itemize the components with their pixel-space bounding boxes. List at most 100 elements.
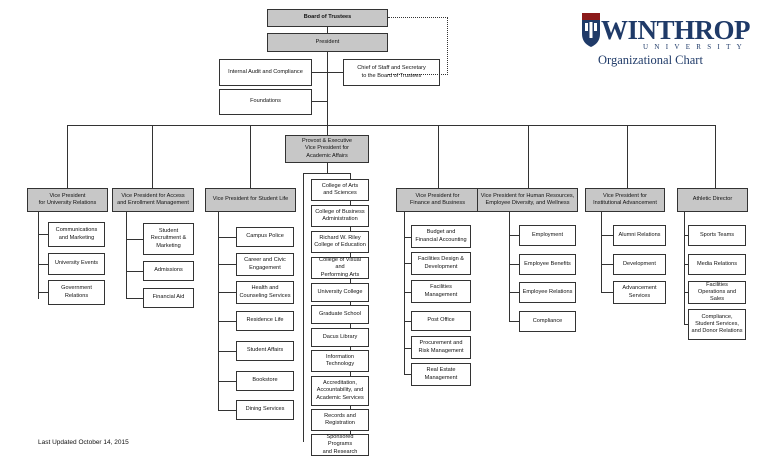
connector-line <box>303 173 304 442</box>
connector-line <box>528 125 529 188</box>
connector-line <box>684 324 688 325</box>
connector-line <box>404 263 411 264</box>
connector-line <box>404 292 411 293</box>
connector-line <box>327 52 328 135</box>
unit-sports-teams: Sports Teams <box>688 225 746 246</box>
connector-line <box>601 264 613 265</box>
unit-post-office: Post Office <box>411 311 471 331</box>
unit-employee-benefits: Employee Benefits <box>519 254 576 275</box>
unit-facilities-management: Facilities Management <box>411 280 471 303</box>
connector-line <box>126 239 143 240</box>
last-updated-text: Last Updated October 14, 2015 <box>38 439 129 446</box>
connector-line <box>218 321 236 322</box>
unit-business-admin: College of Business Administration <box>311 205 369 227</box>
connector-line <box>67 125 68 188</box>
connector-line <box>303 173 350 174</box>
connector-line <box>218 212 219 411</box>
president-box: President <box>267 33 388 52</box>
connector-line <box>152 125 153 188</box>
connector-line <box>509 292 519 293</box>
unit-arts-sciences: College of Arts and Sciences <box>311 179 369 201</box>
foundations-box: Foundations <box>219 89 312 115</box>
unit-visual-performing-arts: College of Visual and Performing Arts <box>311 257 369 279</box>
connector-line <box>404 348 411 349</box>
unit-athletic-compliance: Compliance, Student Services, and Donor … <box>688 309 746 340</box>
connector-line <box>218 410 236 411</box>
connector-line <box>684 212 685 325</box>
unit-records-registration: Records and Registration <box>311 409 369 431</box>
unit-alumni-relations: Alumni Relations <box>613 225 666 246</box>
unit-advancement-services: Advancement Services <box>613 281 666 304</box>
connector-line <box>250 125 251 188</box>
unit-information-technology: Information Technology <box>311 350 369 372</box>
connector-line <box>715 125 716 188</box>
connector-line <box>38 212 39 299</box>
unit-university-college: University College <box>311 283 369 302</box>
logo-wordmark: WINTHROP <box>601 15 751 45</box>
unit-career-civic: Career and Civic Engagement <box>236 253 294 276</box>
unit-admissions: Admissions <box>143 261 194 281</box>
connector-line <box>684 264 688 265</box>
connector-line <box>38 264 48 265</box>
unit-employee-relations: Employee Relations <box>519 282 576 303</box>
connector-line <box>218 264 236 265</box>
unit-development: Development <box>613 254 666 275</box>
unit-graduate-school: Graduate School <box>311 305 369 324</box>
chief-of-staff-box: Chief of Staff and Secretary to the Boar… <box>343 59 440 86</box>
unit-sponsored-programs: Sponsored Programs and Research <box>311 434 369 456</box>
unit-student-recruitment: Student Recruitment & Marketing <box>143 223 194 255</box>
dotted-connector <box>388 17 448 75</box>
connector-line <box>126 271 143 272</box>
unit-facilities-design: Facilities Design & Development <box>411 252 471 275</box>
unit-facilities-operations: Facilities Operations and Sales <box>688 281 746 304</box>
connector-line <box>404 237 411 238</box>
unit-dacus-library: Dacus Library <box>311 328 369 347</box>
connector-line <box>601 235 613 236</box>
connector-line <box>126 212 127 299</box>
unit-campus-police: Campus Police <box>236 227 294 247</box>
connector-line <box>312 72 343 73</box>
connector-line <box>327 27 328 33</box>
unit-dining-services: Dining Services <box>236 400 294 420</box>
unit-accreditation: Accreditation, Accountability, and Acade… <box>311 376 369 406</box>
connector-line <box>312 101 327 102</box>
connector-line <box>509 212 510 322</box>
unit-college-education: Richard W. Riley College of Education <box>311 231 369 253</box>
connector-line <box>218 237 236 238</box>
connector-line <box>684 235 688 236</box>
chart-subtitle: Organizational Chart <box>598 53 703 67</box>
unit-hr-compliance: Compliance <box>519 311 576 332</box>
vp-access-enrollment-box: Vice President for Access and Enrollment… <box>112 188 194 212</box>
connector-line <box>601 212 602 293</box>
connector-line <box>509 235 519 236</box>
connector-line <box>601 292 613 293</box>
unit-procurement-risk: Procurement and Risk Management <box>411 336 471 359</box>
connector-line <box>218 351 236 352</box>
connector-line <box>67 125 716 126</box>
connector-line <box>509 321 519 322</box>
connector-line <box>438 125 439 188</box>
vp-advancement-box: Vice President for Institutional Advance… <box>585 188 665 212</box>
connector-line <box>126 298 143 299</box>
unit-student-affairs: Student Affairs <box>236 341 294 361</box>
internal-audit-box: Internal Audit and Compliance <box>219 59 312 86</box>
vp-student-life-box: Vice President for Student Life <box>205 188 296 212</box>
connector-line <box>327 163 328 173</box>
unit-financial-aid: Financial Aid <box>143 288 194 308</box>
athletic-director-box: Athletic Director <box>677 188 748 212</box>
shield-icon <box>582 13 600 47</box>
connector-line <box>404 212 405 375</box>
unit-health-counseling: Health and Counseling Services <box>236 281 294 304</box>
vp-university-relations-box: Vice President for University Relations <box>27 188 108 212</box>
connector-line <box>218 381 236 382</box>
unit-communications-marketing: Communications and Marketing <box>48 222 105 247</box>
connector-line <box>218 292 236 293</box>
unit-university-events: University Events <box>48 253 105 275</box>
unit-bookstore: Bookstore <box>236 371 294 391</box>
connector-line <box>404 374 411 375</box>
connector-line <box>404 321 411 322</box>
provost-box: Provost & Executive Vice President for A… <box>285 135 369 163</box>
vp-human-resources-box: Vice President for Human Resources, Empl… <box>477 188 578 212</box>
unit-government-relations: Government Relations <box>48 280 105 305</box>
vp-finance-box: Vice President for Finance and Business <box>396 188 479 212</box>
